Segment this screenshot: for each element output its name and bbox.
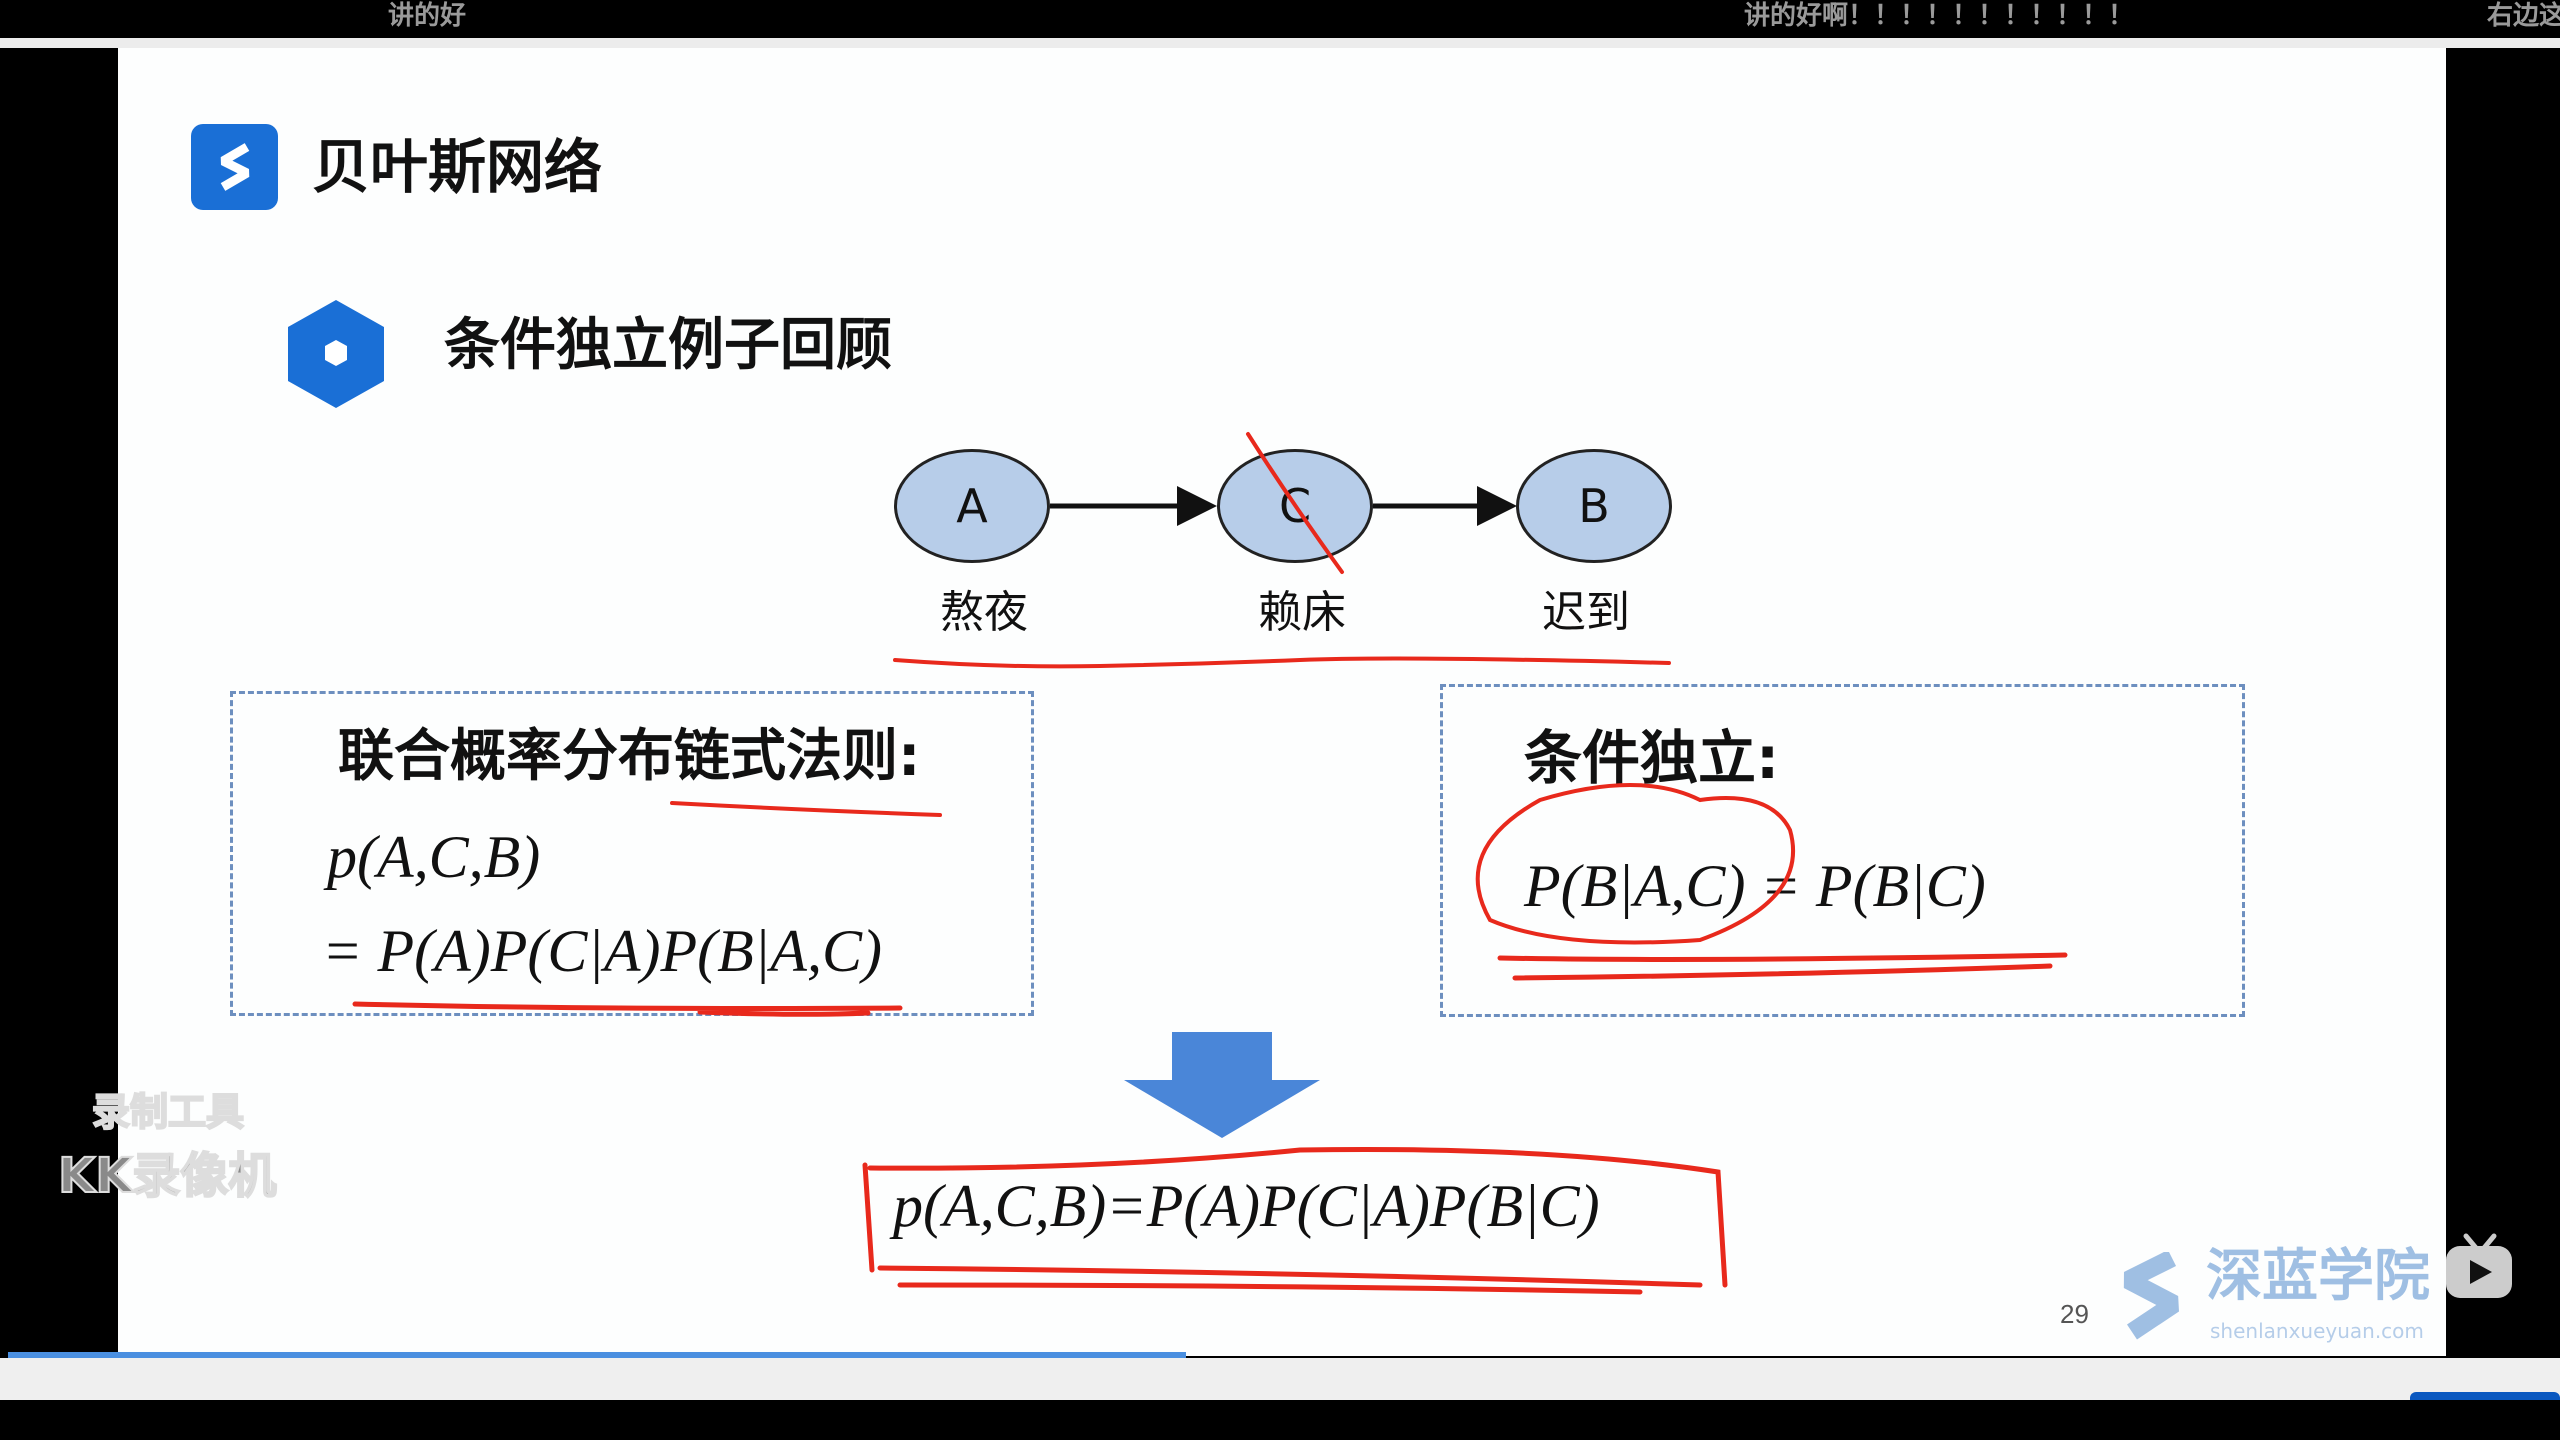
result-formula: p(A,C,B)=P(A)P(C|A)P(B|C) <box>893 1173 1600 1239</box>
hexagon-bullet-icon <box>288 300 384 408</box>
danmaku-bar: 讲的好 讲的好啊！！！！！！！！！！！ 右边这 <box>0 0 2560 40</box>
bottom-letterbox <box>0 1400 2560 1440</box>
recorder-watermark-line2: KK录像机 <box>57 1148 277 1204</box>
page-title: 贝叶斯网络 <box>312 133 603 201</box>
danmaku-comment: 讲的好啊！！！！！！！！！！！ <box>1744 1 2135 31</box>
node-label: 赖床 <box>1258 587 1346 638</box>
slide <box>118 48 2446 1356</box>
formula-joint: p(A,C,B) <box>327 824 541 890</box>
right-pillarbox <box>2446 48 2560 1356</box>
node-letter: A <box>956 479 988 533</box>
danmaku-comment: 右边这 <box>2487 1 2560 31</box>
player-action-button[interactable] <box>2410 1392 2560 1402</box>
conditional-independence-box <box>1440 684 2245 1017</box>
logo-url: shenlanxueyuan.com <box>2210 1319 2424 1343</box>
recorder-watermark-line1: 录制工具 <box>91 1090 245 1134</box>
formula-independence: P(B|A,C) = P(B|C) <box>1524 853 1986 919</box>
chain-rule-box <box>230 691 1034 1016</box>
page-number: 29 <box>2060 1299 2089 1329</box>
node-letter: B <box>1578 479 1610 533</box>
section-subtitle: 条件独立例子回顾 <box>444 313 892 378</box>
node-a: A <box>894 449 1050 563</box>
bilibili-play-icon[interactable] <box>2444 1232 2516 1302</box>
shenlan-logo-icon <box>2123 1252 2179 1340</box>
left-pillarbox <box>8 48 118 1356</box>
node-b: B <box>1516 449 1672 563</box>
logo-s-icon <box>191 124 278 210</box>
down-arrow-icon <box>1124 1032 1320 1138</box>
node-label: 迟到 <box>1542 587 1630 638</box>
danmaku-comment: 讲的好 <box>388 1 467 31</box>
top-strip <box>0 38 2560 48</box>
video-progress-bar[interactable] <box>8 1352 1186 1358</box>
node-label: 熬夜 <box>940 587 1028 638</box>
formula-chain: = P(A)P(C|A)P(B|A,C) <box>322 918 882 984</box>
player-controls-area <box>0 1358 2560 1400</box>
chain-rule-title: 联合概率分布链式法则: <box>338 724 921 789</box>
logo-text: 深蓝学院 <box>2206 1244 2430 1309</box>
conditional-independence-title: 条件独立: <box>1524 724 1780 792</box>
